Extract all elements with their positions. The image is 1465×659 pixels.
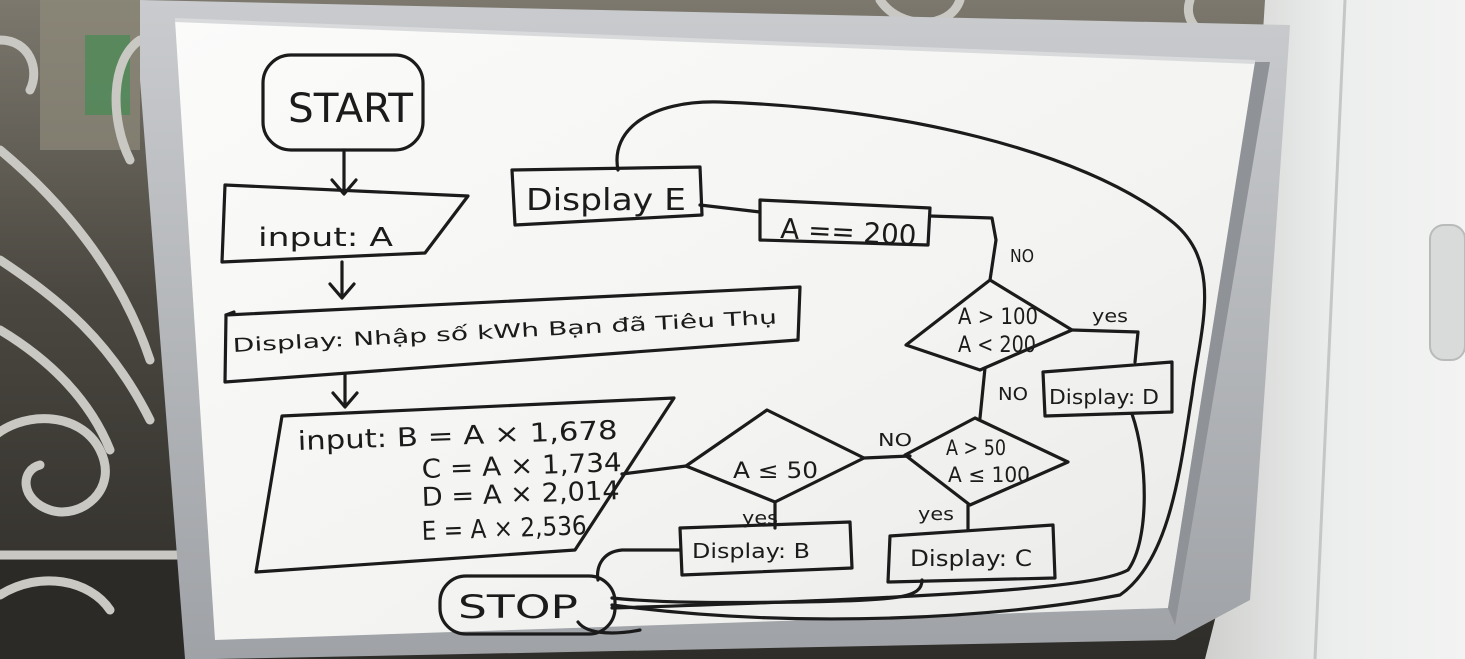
display-e-box [510,165,704,227]
line-formulas-to-cond50 [620,464,688,476]
cond-100-200-line-1: A > 100 [958,305,1038,330]
cond-50-label: A ≤ 50 [733,459,818,484]
label-yes-d: yes [1092,306,1128,327]
line-cond50-100-to-cond100-200 [978,366,987,420]
display-b-box [678,520,854,577]
label-yes-b: yes [742,508,778,529]
display-b-label: Display: B [692,539,810,563]
arrow-start-to-input [330,148,358,196]
whiteboard-surface [174,18,1270,640]
cond-100-200-line-2: A < 200 [958,333,1036,358]
label-no-middle: NO [998,384,1028,405]
start-label: START [288,86,414,132]
input-a-parallelogram [220,183,470,264]
loop-display-e-to-stop [610,100,1207,621]
line-cond50-to-cond50-100 [862,454,912,460]
diamond-cond-50-100 [903,416,1070,507]
window-grille [0,0,1245,615]
line-cond200-to-display-e [698,203,762,214]
formula-line-3: D = A × 2,014 [421,476,620,513]
cond-200-label: A == 200 [780,212,918,252]
flowchart-drawing [220,53,1207,636]
display-e-label: Display E [526,183,686,218]
formula-line-2: C = A × 1,734 [421,448,622,485]
label-no-bottom: NO [878,430,912,451]
input-a-label: input: A [258,223,393,253]
cond-50-100-line-2: A ≤ 100 [948,463,1030,487]
formula-line-4: E = A × 2,536 [421,511,587,547]
display-d-label: Display: D [1049,385,1159,409]
line-display-c-to-stop [610,578,924,605]
stop-terminal [438,574,617,636]
display-d-box [1041,360,1174,418]
arrow-display-to-formulas [331,373,359,409]
stop-label: STOP [458,588,578,626]
display-prompt-box [223,285,802,384]
display-c-box [886,523,1057,584]
cond-50-100-line-1: A > 50 [946,436,1006,460]
line-cond100-200-to-display-d [1070,328,1140,364]
label-no-top: NO [1010,246,1034,267]
label-yes-c: yes [918,504,954,525]
display-c-label: Display: C [910,547,1032,572]
arrow-input-to-display [328,260,356,300]
line-cond100-200-to-cond200 [928,214,998,282]
cond-200-box [758,198,932,247]
formulas-parallelogram [254,396,676,574]
